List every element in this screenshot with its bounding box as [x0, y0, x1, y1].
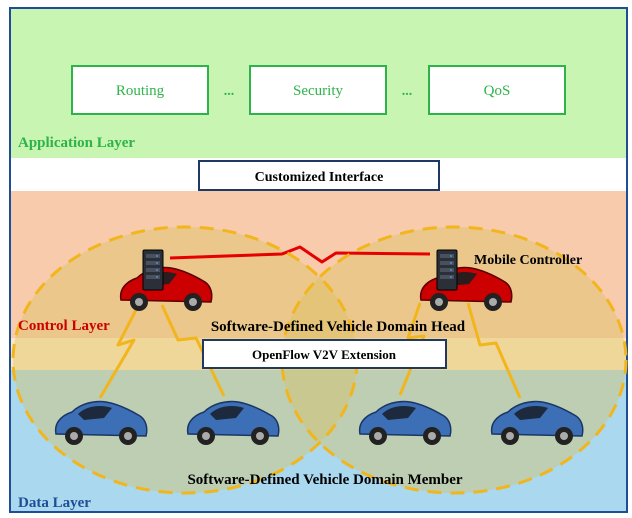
app-module-routing: Routing [71, 65, 209, 115]
server-icon [436, 249, 458, 291]
customized-interface-box [198, 160, 440, 191]
domain-head-label: Software-Defined Vehicle Domain Head [211, 319, 466, 335]
app-module-label: Routing [116, 83, 165, 99]
domain-member-car [54, 400, 148, 445]
domain-member-car [490, 400, 584, 445]
app-module-security: Security [249, 65, 387, 115]
module-ellipsis-2: ... [402, 84, 413, 99]
domain-head-car-right [419, 249, 513, 311]
data-layer-title: Data Layer [18, 495, 91, 511]
domain-member-car [358, 400, 452, 445]
controller-link-icon [169, 245, 431, 264]
diagram-frame [9, 7, 628, 513]
mobile-controller-label: Mobile Controller [474, 253, 582, 268]
domain-right-border [280, 225, 628, 495]
application-layer-title: Application Layer [18, 135, 135, 151]
openflow-interface-box [202, 339, 447, 369]
control-layer-title: Control Layer [18, 318, 110, 334]
server-icon [142, 249, 164, 291]
app-module-label: Security [293, 83, 343, 99]
domain-member-label: Software-Defined Vehicle Domain Member [187, 472, 462, 488]
domain-head-car-left [119, 249, 213, 311]
app-module-qos: QoS [428, 65, 566, 115]
customized-interface-label: Customized Interface [255, 170, 384, 185]
openflow-interface-label: OpenFlow V2V Extension [252, 347, 397, 362]
app-module-label: QoS [484, 83, 511, 99]
module-ellipsis-1: ... [224, 84, 235, 99]
data-layer-band [10, 370, 627, 512]
domain-member-car [186, 400, 280, 445]
control-layer-band [10, 191, 627, 338]
